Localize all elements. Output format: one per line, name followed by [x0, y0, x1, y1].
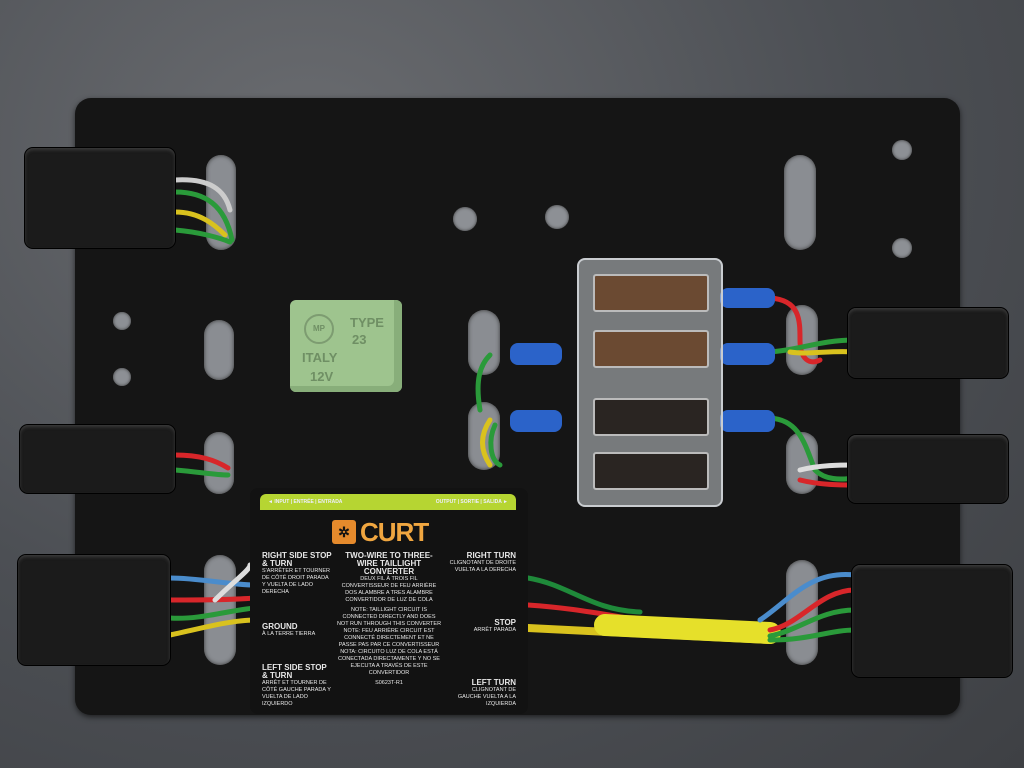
- brand-name: CURT: [360, 517, 429, 547]
- fuse-slot[interactable]: [593, 274, 709, 312]
- connector-4pin-bottom-left[interactable]: [18, 555, 170, 665]
- curt-logo-icon: ✲: [332, 520, 356, 544]
- connector-2pin-right-top[interactable]: [848, 308, 1008, 378]
- relay: MP TYPE 23 ITALY 12V: [290, 300, 402, 392]
- connector-2pin-right-middle[interactable]: [848, 435, 1008, 503]
- relay-logo: MP: [304, 314, 334, 344]
- io-strip: ◄ INPUT | ENTRÉE | ENTRADA OUTPUT | SORT…: [260, 494, 516, 510]
- plate-slot: [784, 155, 816, 250]
- part-number: S0623T-R1: [375, 680, 403, 686]
- plate-slot: [204, 320, 234, 380]
- connector-4pin-top-left[interactable]: [25, 148, 175, 248]
- relay-type-label: TYPE: [350, 315, 384, 330]
- output-strip-label: OUTPUT | SORTIE | SALIDA ►: [435, 499, 508, 505]
- converter-notes: NOTE: TAILLIGHT CIRCUIT IS CONNECTED DIR…: [336, 607, 442, 676]
- curt-logo: ✲ CURT: [332, 518, 444, 546]
- input-strip-label: ◄ INPUT | ENTRÉE | ENTRADA: [268, 499, 343, 505]
- converter-center-text: TWO-WIRE TO THREE-WIRE TAILLIGHT CONVERT…: [336, 552, 442, 708]
- plate-hole: [545, 205, 569, 229]
- fuse-slot[interactable]: [593, 330, 709, 368]
- fuse-slot[interactable]: [593, 398, 709, 436]
- relay-type-number: 23: [352, 332, 367, 347]
- relay-origin: ITALY: [302, 350, 338, 365]
- fuse-box[interactable]: [577, 258, 723, 507]
- converter-title: TWO-WIRE TO THREE-WIRE TAILLIGHT CONVERT…: [341, 551, 437, 604]
- fuse-slot[interactable]: [593, 452, 709, 490]
- plate-hole: [453, 207, 477, 231]
- plate-hole: [892, 238, 912, 258]
- plate-hole: [892, 140, 912, 160]
- connector-2pin-left[interactable]: [20, 425, 175, 493]
- relay-voltage: 12V: [310, 369, 334, 384]
- connector-4pin-right-bottom[interactable]: [852, 565, 1012, 677]
- taillight-converter: ◄ INPUT | ENTRÉE | ENTRADA OUTPUT | SORT…: [250, 488, 528, 714]
- plate-hole: [113, 312, 131, 330]
- plate-hole: [113, 368, 131, 386]
